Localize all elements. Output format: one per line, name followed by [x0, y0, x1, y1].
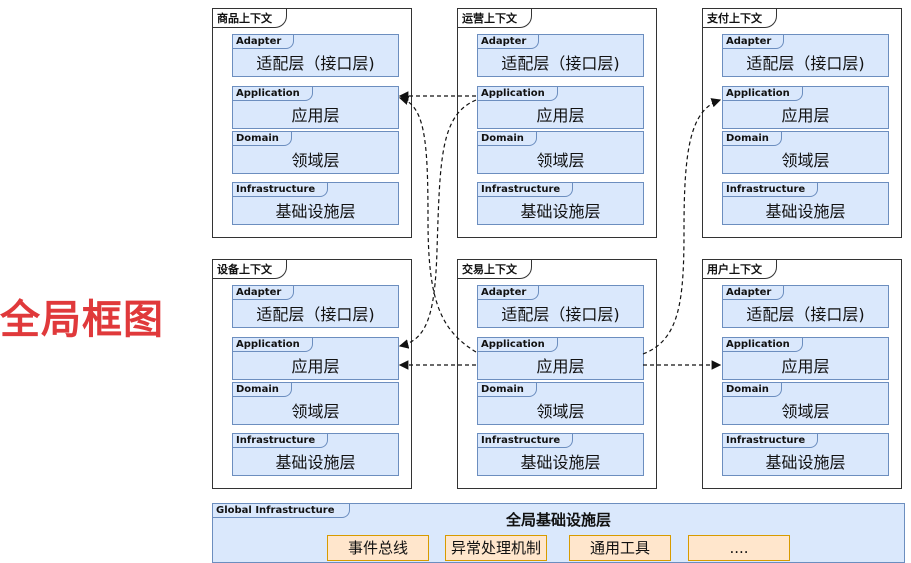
- domain-layer: Domain 领域层: [232, 382, 399, 425]
- layer-name: 领域层: [291, 151, 340, 170]
- infrastructure-layer: Infrastructure 基础设施层: [232, 433, 399, 476]
- layer-tag: Application: [233, 87, 313, 101]
- layer-tag: Application: [478, 338, 558, 352]
- layer-name: 应用层: [291, 357, 340, 376]
- layer-tag: Application: [478, 87, 558, 101]
- domain-layer: Domain 领域层: [477, 131, 644, 174]
- layer-tag: Adapter: [478, 286, 540, 300]
- application-layer: Application 应用层: [722, 86, 889, 129]
- layer-name: 应用层: [781, 357, 830, 376]
- layer-name: 适配层（接口层): [256, 54, 375, 73]
- layer-tag: Domain: [478, 383, 537, 397]
- domain-layer: Domain 领域层: [722, 131, 889, 174]
- layer-tag: Infrastructure: [478, 434, 574, 448]
- layer-name: 领域层: [536, 151, 585, 170]
- layer-tag: Domain: [233, 383, 292, 397]
- context-title: 设备上下文: [213, 260, 287, 279]
- arrow-trade-to-goods: [398, 95, 477, 353]
- adapter-layer: Adapter 适配层（接口层): [477, 34, 644, 77]
- layer-name: 领域层: [781, 151, 830, 170]
- domain-layer: Domain 领域层: [232, 131, 399, 174]
- layer-name: 基础设施层: [520, 202, 601, 221]
- context-title: 支付上下文: [703, 9, 777, 28]
- layer-name: 应用层: [291, 106, 340, 125]
- layer-tag: Adapter: [723, 286, 785, 300]
- infrastructure-layer: Infrastructure 基础设施层: [477, 182, 644, 225]
- layer-tag: Adapter: [478, 35, 540, 49]
- application-layer: Application 应用层: [477, 86, 644, 129]
- layer-tag: Domain: [233, 132, 292, 146]
- layer-tag: Domain: [723, 383, 782, 397]
- global-title: 全局基础设施层: [505, 511, 611, 529]
- layer-tag: Adapter: [233, 286, 295, 300]
- context-box-payment: 支付上下文 Adapter 适配层（接口层) Application 应用层 D…: [702, 8, 902, 238]
- layer-name: 应用层: [536, 357, 585, 376]
- application-layer: Application 应用层: [477, 337, 644, 380]
- infrastructure-layer: Infrastructure 基础设施层: [722, 433, 889, 476]
- layer-tag: Adapter: [723, 35, 785, 49]
- layer-tag: Infrastructure: [723, 434, 819, 448]
- infrastructure-layer: Infrastructure 基础设施层: [477, 433, 644, 476]
- layer-name: 应用层: [781, 106, 830, 125]
- application-layer: Application 应用层: [232, 337, 399, 380]
- layer-tag: Domain: [478, 132, 537, 146]
- context-box-device: 设备上下文 Adapter 适配层（接口层) Application 应用层 D…: [212, 259, 412, 489]
- adapter-layer: Adapter 适配层（接口层): [477, 285, 644, 328]
- side-title: 全局框图: [0, 297, 164, 343]
- global-tag: Global Infrastructure: [213, 504, 350, 518]
- context-title: 商品上下文: [213, 9, 287, 28]
- application-layer: Application 应用层: [722, 337, 889, 380]
- context-box-user: 用户上下文 Adapter 适配层（接口层) Application 应用层 D…: [702, 259, 902, 489]
- context-box-goods: 商品上下文 Adapter 适配层（接口层) Application 应用层 D…: [212, 8, 412, 238]
- adapter-layer: Adapter 适配层（接口层): [722, 285, 889, 328]
- context-box-trade: 交易上下文 Adapter 适配层（接口层) Application 应用层 D…: [457, 259, 657, 489]
- layer-name: 基础设施层: [275, 202, 356, 221]
- context-title: 运营上下文: [458, 9, 532, 28]
- layer-tag: Infrastructure: [478, 183, 574, 197]
- adapter-layer: Adapter 适配层（接口层): [232, 34, 399, 77]
- layer-name: 应用层: [536, 106, 585, 125]
- layer-name: 适配层（接口层): [501, 305, 620, 324]
- layer-name: 适配层（接口层): [746, 54, 865, 73]
- layer-tag: Domain: [723, 132, 782, 146]
- infrastructure-layer: Infrastructure 基础设施层: [232, 182, 399, 225]
- layer-name: 适配层（接口层): [256, 305, 375, 324]
- layer-name: 领域层: [781, 402, 830, 421]
- adapter-layer: Adapter 适配层（接口层): [722, 34, 889, 77]
- infrastructure-layer: Infrastructure 基础设施层: [722, 182, 889, 225]
- layer-name: 基础设施层: [275, 453, 356, 472]
- context-title: 交易上下文: [458, 260, 532, 279]
- layer-tag: Application: [723, 87, 803, 101]
- adapter-layer: Adapter 适配层（接口层): [232, 285, 399, 328]
- layer-name: 基础设施层: [520, 453, 601, 472]
- domain-layer: Domain 领域层: [477, 382, 644, 425]
- layer-tag: Adapter: [233, 35, 295, 49]
- layer-name: 领域层: [536, 402, 585, 421]
- layer-tag: Infrastructure: [233, 434, 329, 448]
- arrow-operation-to-device: [398, 99, 477, 349]
- layer-name: 基础设施层: [765, 453, 846, 472]
- layer-name: 领域层: [291, 402, 340, 421]
- arrow-trade-to-payment: [642, 98, 722, 355]
- application-layer: Application 应用层: [232, 86, 399, 129]
- layer-tag: Application: [723, 338, 803, 352]
- layer-tag: Infrastructure: [233, 183, 329, 197]
- layer-tag: Infrastructure: [723, 183, 819, 197]
- domain-layer: Domain 领域层: [722, 382, 889, 425]
- layer-name: 适配层（接口层): [746, 305, 865, 324]
- layer-tag: Application: [233, 338, 313, 352]
- layer-name: 适配层（接口层): [501, 54, 620, 73]
- context-title: 用户上下文: [703, 260, 777, 279]
- context-box-operation: 运营上下文 Adapter 适配层（接口层) Application 应用层 D…: [457, 8, 657, 238]
- layer-name: 基础设施层: [765, 202, 846, 221]
